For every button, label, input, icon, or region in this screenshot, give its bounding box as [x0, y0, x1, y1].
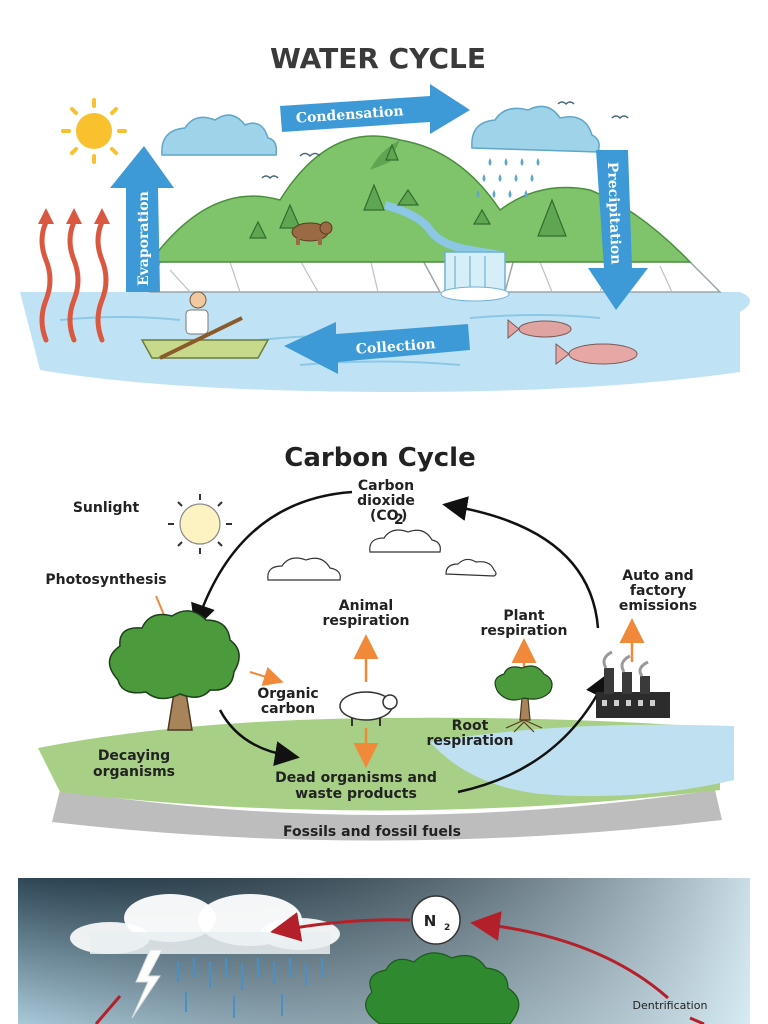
photosynthesis-label: Photosynthesis: [45, 572, 166, 588]
n2-label: N: [424, 912, 437, 930]
precipitation-arrow: Precipitation: [588, 150, 648, 310]
waterfall-streaks: [454, 256, 486, 290]
evaporation-arrow: Evaporation: [110, 146, 174, 292]
right-cloud-icon: [471, 105, 600, 153]
n2-node: N 2: [411, 895, 461, 945]
root-respiration-label-1: Root: [452, 718, 489, 734]
sheep-icon: [339, 691, 398, 726]
root-respiration-label-2: respiration: [427, 733, 514, 749]
co2-to-tree-arrow: [191, 490, 353, 630]
organic-carbon-label-1: Organic: [257, 686, 318, 702]
nitrogen-cycle-illustration: N 2 Dentrification: [18, 878, 750, 1024]
denitrification-label: Dentrification: [633, 999, 708, 1012]
left-cloud-icon: [161, 114, 278, 156]
collection-label: Collection: [355, 336, 436, 358]
decaying-organisms-label-2: organisms: [93, 764, 175, 780]
co2-label-line1: Carbon: [358, 478, 414, 494]
nitrogen-cycle-diagram: N 2 Dentrification: [0, 878, 768, 1024]
organic-carbon-label-2: carbon: [261, 701, 315, 717]
rowing-boat-icon: [140, 291, 270, 360]
emissions-label-3: emissions: [619, 598, 697, 614]
tree-icon: [108, 610, 240, 731]
dead-organisms-label-2: waste products: [295, 786, 417, 802]
plant-respiration-label-1: Plant: [503, 608, 544, 624]
precipitation-label: Precipitation: [604, 162, 624, 265]
carbon-cycle-title: Carbon Cycle: [284, 443, 475, 473]
rain-drops: [476, 158, 540, 198]
fossils-label: Fossils and fossil fuels: [283, 824, 461, 840]
heat-waves-icon: [39, 219, 109, 343]
sun-icon: [168, 494, 232, 554]
svg-text:2: 2: [394, 512, 404, 528]
dead-organisms-label-1: Dead organisms and: [275, 770, 437, 786]
rain-lines: [177, 958, 323, 1018]
waterfall: [444, 251, 506, 293]
cloud-icons: [267, 529, 497, 581]
pine-trees: [249, 143, 567, 239]
factory-icon: [596, 650, 670, 718]
svg-text:(CO: (CO: [370, 508, 399, 524]
small-tree-icon: [494, 665, 553, 733]
cliff-lines: [169, 257, 673, 293]
emissions-label-2: factory: [630, 583, 686, 599]
evaporation-label: Evaporation: [136, 191, 152, 286]
animal-respiration-label-2: respiration: [323, 613, 410, 629]
lightning-icon: [131, 949, 163, 1019]
organic-carbon-arrow: [249, 666, 284, 687]
tree-to-dead-arrow: [218, 709, 300, 766]
n2-subscript: 2: [444, 923, 450, 933]
emissions-to-co2-arrow: [442, 496, 600, 629]
river: [383, 201, 501, 259]
co2-label-line2: dioxide: [357, 493, 415, 509]
condensation-label: Condensation: [295, 103, 404, 126]
plant-respiration-label-2: respiration: [481, 623, 568, 639]
animal-respiration-label-1: Animal: [339, 598, 393, 614]
fish-icon: [507, 318, 638, 366]
svg-text:): ): [401, 508, 407, 524]
collection-arrow: Collection: [284, 322, 470, 374]
sun-icon: [61, 98, 127, 164]
water-cycle-illustration: WATER CYCLE: [20, 42, 750, 392]
bird-icons: [261, 101, 629, 180]
heat-arrowheads: [38, 208, 110, 224]
water-cycle-diagram: WATER CYCLE: [0, 0, 768, 400]
dead-to-factory-arrow: [457, 673, 609, 794]
lightning-fixation-arrow: [94, 995, 122, 1024]
co2-label-line3: (CO 2 ): [370, 508, 407, 528]
bear-icon: [291, 221, 333, 245]
water-cycle-title: WATER CYCLE: [270, 42, 486, 75]
carbon-cycle-illustration: Carbon Cycle Fossils and fossil fuels Su…: [38, 443, 734, 841]
sunlight-label: Sunlight: [73, 500, 140, 516]
decaying-organisms-label-1: Decaying: [98, 748, 170, 764]
condensation-arrow: Condensation: [280, 84, 470, 134]
carbon-cycle-diagram: Carbon Cycle Fossils and fossil fuels Su…: [0, 430, 768, 850]
fossil-layer: [52, 790, 722, 841]
water-area: [430, 724, 734, 797]
n2-to-cloud-arrow: [270, 912, 411, 942]
waterfall-splash: [440, 286, 510, 302]
emissions-label-1: Auto and: [622, 568, 693, 584]
right-edge-arrow: [689, 1016, 705, 1024]
tree-icon: [365, 952, 520, 1024]
denitrification-arrow: [470, 911, 669, 1000]
